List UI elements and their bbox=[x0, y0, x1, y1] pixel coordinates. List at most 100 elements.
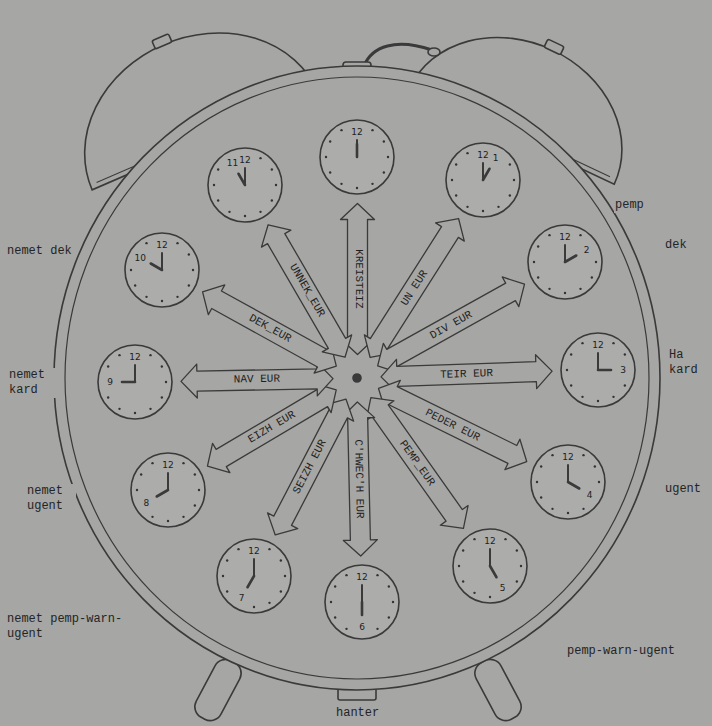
minute-dot bbox=[520, 565, 522, 567]
minute-dot bbox=[340, 129, 342, 131]
clock-number: 12 bbox=[559, 233, 570, 242]
minute-dot bbox=[176, 242, 178, 244]
minute-dot bbox=[356, 187, 358, 189]
clock-node: 123 bbox=[559, 331, 637, 409]
hour-word: C'HWEC'H EUR bbox=[353, 439, 366, 518]
hour-hand bbox=[122, 381, 135, 384]
minute-dot bbox=[226, 559, 228, 561]
minute-dot bbox=[582, 508, 584, 510]
minute-dot bbox=[161, 396, 163, 398]
minute-dot bbox=[161, 365, 163, 367]
minute-dot bbox=[259, 157, 261, 159]
minute-dot bbox=[388, 616, 390, 618]
minute-dot bbox=[451, 179, 453, 181]
clock-node: 129 bbox=[96, 343, 174, 421]
minute-dot bbox=[567, 512, 569, 514]
minute-dot bbox=[537, 276, 539, 278]
minute-dot bbox=[458, 565, 460, 567]
minute-dot bbox=[392, 601, 394, 603]
minute-dot bbox=[462, 549, 464, 551]
minute-dot bbox=[118, 354, 120, 356]
minute-dot bbox=[597, 400, 599, 402]
minute-dot bbox=[145, 296, 147, 298]
hour-hand bbox=[361, 602, 364, 615]
minute-dot bbox=[167, 520, 169, 522]
hour-word: NAV EUR bbox=[234, 374, 280, 386]
minute-dot bbox=[462, 580, 464, 582]
clock-rim bbox=[561, 333, 635, 407]
minute-dot bbox=[533, 261, 535, 263]
minute-dot bbox=[504, 538, 506, 540]
clock-rim bbox=[320, 120, 394, 194]
minute-dot bbox=[244, 215, 246, 217]
minute-dot bbox=[136, 489, 138, 491]
clock-number: 7 bbox=[239, 593, 245, 602]
clock-rim bbox=[531, 445, 605, 519]
minute-dot bbox=[226, 590, 228, 592]
minute-dot bbox=[548, 234, 550, 236]
arrow-outline bbox=[181, 361, 334, 398]
minute-dot bbox=[548, 288, 550, 290]
arrow-outline bbox=[380, 355, 552, 395]
minute-dot bbox=[130, 269, 132, 271]
time-label: pemp-warn-ugent bbox=[566, 644, 676, 659]
time-label: ugent bbox=[664, 482, 702, 497]
clock-number: 3 bbox=[620, 366, 626, 375]
minute-dot bbox=[268, 548, 270, 550]
arrow-outline bbox=[340, 203, 374, 354]
hour-arrow: C'HWEC'H EUR bbox=[341, 402, 378, 557]
clock-number: 2 bbox=[584, 245, 590, 254]
minute-dot bbox=[345, 628, 347, 630]
clock-node: 12 8 bbox=[129, 451, 207, 529]
hour-hand bbox=[356, 144, 359, 157]
minute-dot bbox=[329, 171, 331, 173]
minute-dot bbox=[149, 408, 151, 410]
minute-dot bbox=[371, 129, 373, 131]
minute-dot bbox=[581, 342, 583, 344]
clock-number: 12 bbox=[162, 461, 173, 470]
bell-knob bbox=[544, 39, 564, 55]
time-label: dek bbox=[664, 238, 688, 253]
minute-dot bbox=[192, 269, 194, 271]
minute-dot bbox=[624, 384, 626, 386]
minute-dot bbox=[134, 412, 136, 414]
time-label: hanter bbox=[335, 706, 380, 721]
minute-dot bbox=[345, 574, 347, 576]
minute-dot bbox=[570, 384, 572, 386]
minute-hand bbox=[489, 549, 491, 566]
minute-dot bbox=[509, 163, 511, 165]
clock-number: 12 bbox=[351, 128, 362, 137]
hour-hand bbox=[239, 174, 246, 185]
clock-node: 126 bbox=[323, 563, 401, 641]
clock-number: 8 bbox=[143, 498, 149, 507]
minute-dot bbox=[482, 210, 484, 212]
clock-rim bbox=[453, 529, 527, 603]
minute-dot bbox=[540, 496, 542, 498]
clock-node: 1211 bbox=[206, 146, 284, 224]
minute-dot bbox=[145, 242, 147, 244]
minute-dot bbox=[537, 245, 539, 247]
minute-dot bbox=[161, 300, 163, 302]
clock-rim bbox=[217, 539, 291, 613]
hour-arrow: TEIR EUR bbox=[380, 355, 552, 395]
minute-dot bbox=[536, 481, 538, 483]
clock-node: 121 bbox=[444, 141, 522, 219]
minute-dot bbox=[140, 473, 142, 475]
clock-number: 12 bbox=[239, 156, 250, 165]
clock-number: 9 bbox=[107, 378, 113, 387]
minute-dot bbox=[516, 580, 518, 582]
minute-dot bbox=[564, 292, 566, 294]
clock-rim bbox=[131, 453, 205, 527]
minute-hand bbox=[356, 140, 358, 157]
clock-number: 10 bbox=[135, 253, 146, 262]
minute-dot bbox=[579, 288, 581, 290]
minute-dot bbox=[280, 590, 282, 592]
clock-number: 12 bbox=[484, 537, 495, 546]
hour-word: TEIR EUR bbox=[440, 368, 493, 381]
hour-arrow: NAV EUR bbox=[181, 361, 334, 398]
minute-dot bbox=[455, 194, 457, 196]
minute-hand bbox=[567, 465, 569, 482]
minute-hand bbox=[564, 245, 566, 262]
minute-dot bbox=[376, 574, 378, 576]
minute-hand bbox=[134, 365, 136, 382]
